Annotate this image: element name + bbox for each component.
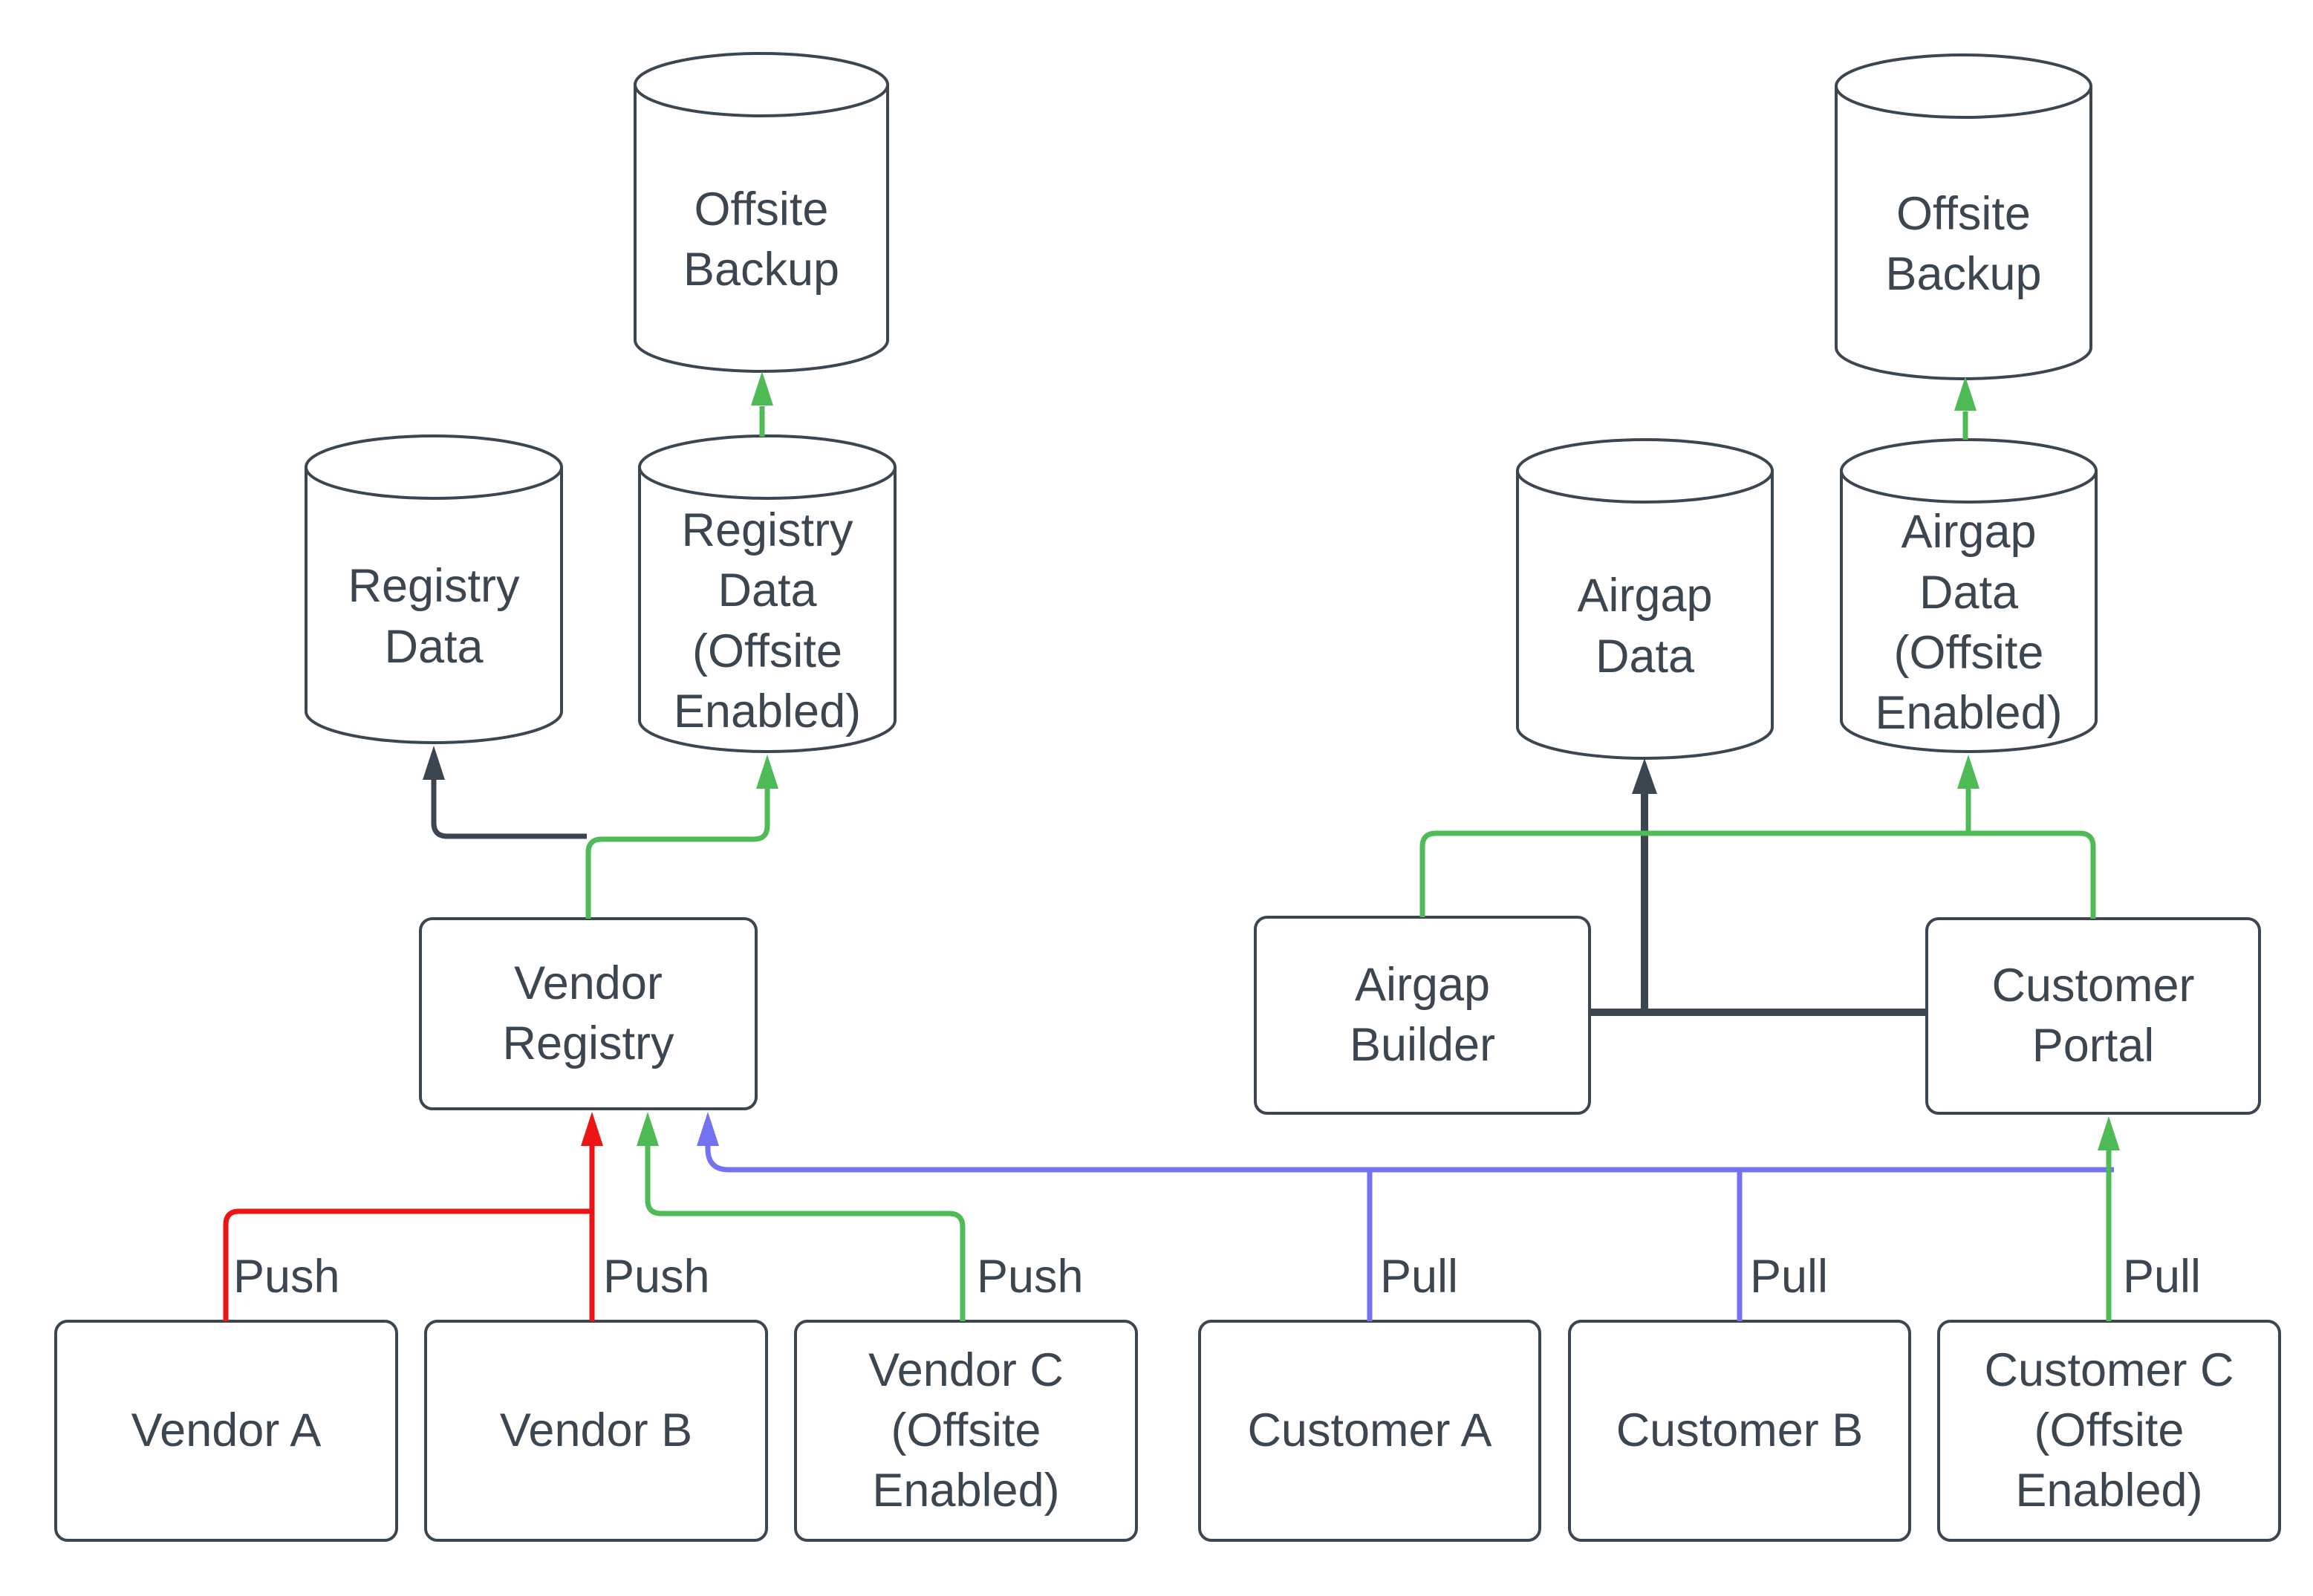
cylinder-registry-data-offsite <box>638 434 897 753</box>
label-airgap-builder: Airgap Builder <box>1349 958 1496 1071</box>
label-airgap-data: Airgap Data <box>1577 570 1713 683</box>
cylinder-offsite-backup-right <box>1835 53 2092 380</box>
label-airgap-data-offsite: Airgap Data (Offsite Enabled) <box>1875 506 2063 740</box>
edge-airgap-offsite-to-offsite-backup <box>1954 377 1977 440</box>
label-customer-a: Customer A <box>1247 1404 1492 1456</box>
label-vendor-registry: Vendor Registry <box>502 957 674 1069</box>
edge-registry-offsite-to-offsite-backup <box>751 371 773 437</box>
label-offsite-backup-left: Offsite Backup <box>683 183 840 296</box>
cylinder-airgap-data-offsite <box>1840 438 2098 753</box>
cylinder-airgap-data <box>1516 438 1774 760</box>
edge-label-pull-customer-a: Pull <box>1380 1251 1459 1303</box>
edge-label-push-vendor-b: Push <box>603 1251 710 1303</box>
cylinder-offsite-backup-left <box>634 52 889 373</box>
label-customer-b: Customer B <box>1616 1404 1864 1456</box>
edge-label-push-vendor-c: Push <box>977 1251 1084 1303</box>
edge-airgap-builder-to-customer-portal-green <box>1419 755 2096 919</box>
edge-label-pull-customer-c: Pull <box>2123 1251 2202 1303</box>
label-vendor-c: Vendor C (Offsite Enabled) <box>868 1343 1064 1517</box>
edge-label-push-vendor-a: Push <box>233 1251 340 1303</box>
edge-vendors-push-red <box>223 1112 603 1321</box>
edge-customers-pull-blue <box>697 1112 2114 1321</box>
label-vendor-a: Vendor A <box>131 1404 322 1456</box>
box-vendor-c <box>794 1320 1138 1542</box>
label-vendor-b: Vendor B <box>499 1404 693 1456</box>
edge-vendor-registry-to-registry-data-offsite <box>585 755 778 919</box>
label-customer-portal: Customer Portal <box>1991 959 2195 1072</box>
edge-vendor-registry-to-registry-data <box>423 746 587 839</box>
box-vendor-b <box>424 1320 768 1542</box>
label-registry-data: Registry Data <box>348 560 520 673</box>
edge-label-pull-customer-b: Pull <box>1750 1251 1829 1303</box>
edge-customer-portal-to-airgap-data <box>1590 758 1928 1016</box>
edge-vendor-c-push-green <box>637 1112 966 1321</box>
label-offsite-backup-right: Offsite Backup <box>1885 187 2042 300</box>
label-registry-data-offsite: Registry Data (Offsite Enabled) <box>673 504 862 737</box>
label-customer-c: Customer C (Offsite Enabled) <box>1984 1343 2234 1517</box>
cylinder-registry-data <box>305 434 563 744</box>
edge-customer-c-pull-green <box>2098 1116 2120 1321</box>
